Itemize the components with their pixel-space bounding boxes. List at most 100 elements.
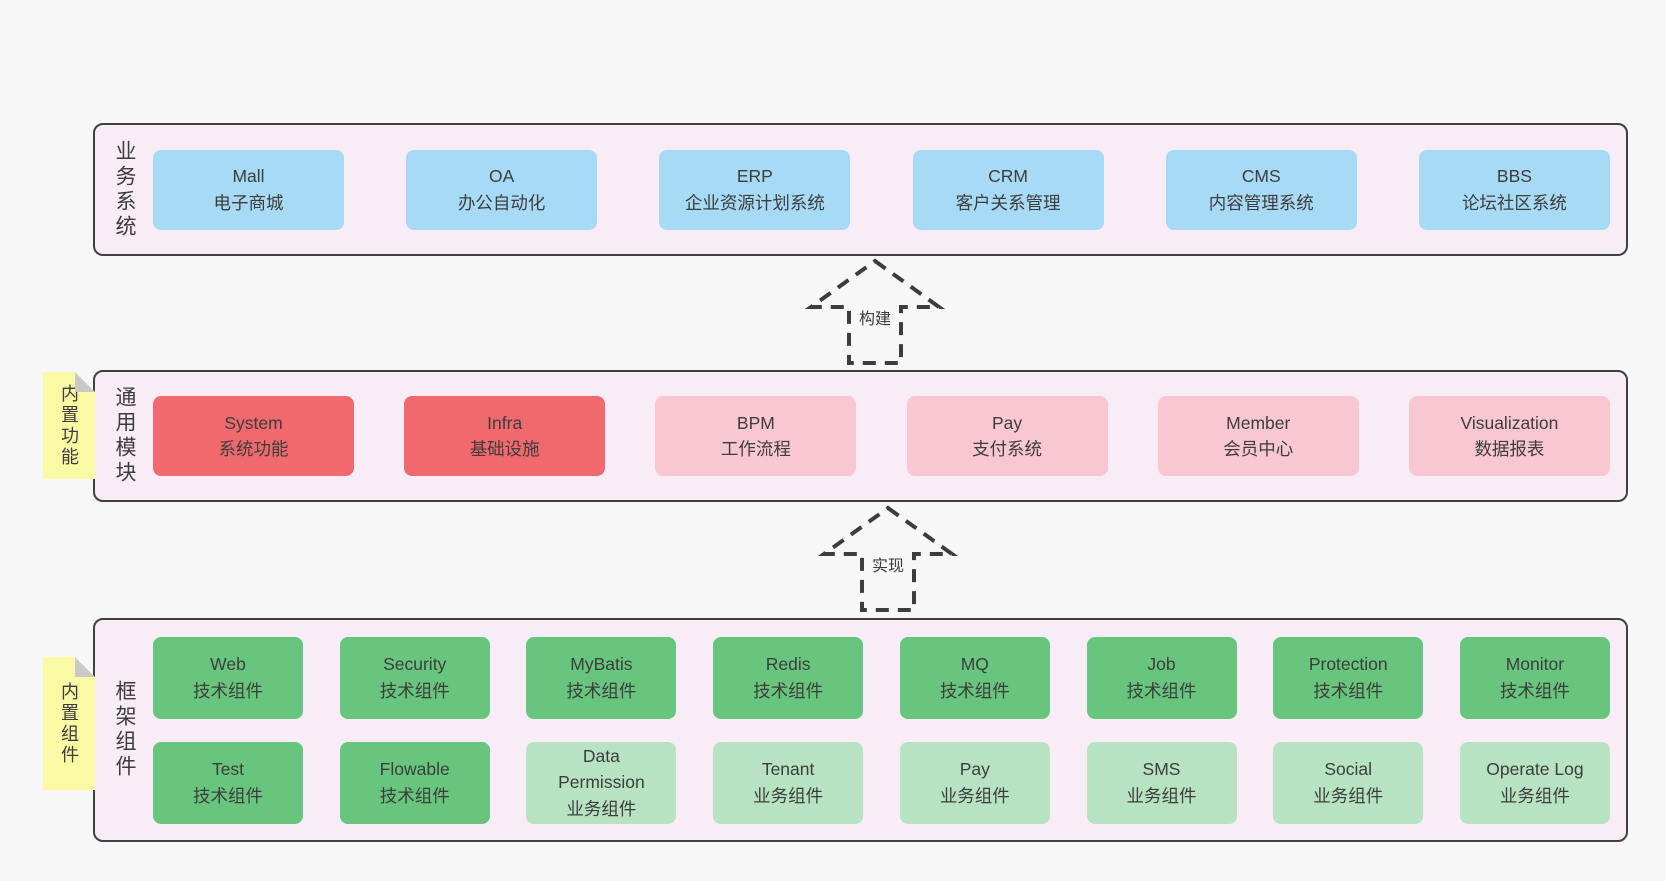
module-box-name: Pay: [991, 412, 1023, 433]
module-box: Data Permission 业务组件: [526, 741, 677, 824]
module-box-name: Infra: [487, 412, 523, 433]
components-row-2: Test 技术组件 Flowable 技术组件 Data Permission …: [153, 741, 1610, 824]
module-box: Job 技术组件: [1086, 636, 1237, 719]
module-box: BPM 工作流程: [655, 396, 857, 476]
module-box: MyBatis 技术组件: [526, 636, 677, 719]
components-layer-label: 框架组件: [95, 620, 153, 840]
sticky-note-text: 内置组件: [59, 681, 79, 766]
sticky-note-text: 内置功能: [59, 383, 79, 468]
module-box: OA 办公自动化: [406, 149, 598, 230]
module-box-desc: 技术组件: [566, 680, 637, 701]
module-box: Flowable 技术组件: [339, 741, 490, 824]
business-systems-boxes: Mall 电子商城 OA 办公自动化 ERP 企业资源计划系统 CRM 客户关系…: [153, 149, 1626, 230]
module-box: Visualization 数据报表: [1408, 396, 1610, 476]
module-box-name: MyBatis: [570, 654, 633, 675]
module-box-name: Data Permission: [558, 746, 645, 793]
module-box: SMS 业务组件: [1086, 741, 1237, 824]
module-box: Protection 技术组件: [1273, 636, 1424, 719]
module-box: MQ 技术组件: [899, 636, 1050, 719]
dashed-up-arrow-icon: [818, 505, 958, 612]
module-box: Test 技术组件: [153, 741, 303, 824]
module-box-name: System: [224, 412, 283, 433]
module-box-desc: 业务组件: [1499, 785, 1570, 806]
components-layer-label-text: 框架组件: [113, 680, 136, 780]
modules-layer-label: 通用模块: [95, 372, 153, 500]
module-box-name: BPM: [736, 412, 775, 433]
module-box-name: Security: [383, 654, 447, 675]
module-box: ERP 企业资源计划系统: [659, 149, 851, 230]
module-box-name: Social: [1324, 759, 1373, 780]
sticky-fold-corner-icon: [75, 657, 95, 677]
module-box-desc: 业务组件: [753, 785, 824, 806]
business-layer-label: 业务系统: [95, 125, 153, 254]
module-box-name: OA: [489, 166, 515, 187]
common-modules-boxes: System 系统功能 Infra 基础设施 BPM 工作流程 Pay 支付系统…: [153, 396, 1626, 476]
module-box-desc: 支付系统: [972, 439, 1043, 459]
module-box-desc: 电子商城: [213, 192, 284, 213]
module-box-desc: 内容管理系统: [1208, 192, 1314, 213]
module-box-name: Web: [210, 654, 246, 675]
common-modules-layer: 内置功能 通用模块 System 系统功能 Infra 基础设施 BPM 工作流…: [93, 370, 1628, 502]
module-box-desc: 技术组件: [193, 785, 263, 806]
implement-arrow: 实现: [818, 505, 958, 615]
module-box-name: CRM: [988, 166, 1028, 187]
module-box-name: Test: [211, 759, 245, 780]
module-box-name: Visualization: [1460, 412, 1559, 433]
module-box-desc: 技术组件: [1126, 680, 1197, 701]
sticky-fold-corner-icon: [75, 372, 95, 392]
sticky-note-builtin-features: 内置功能: [43, 372, 95, 479]
module-box: Member 会员中心: [1157, 396, 1359, 476]
module-box: Operate Log 业务组件: [1459, 741, 1610, 824]
module-box-name: Member: [1226, 412, 1291, 433]
module-box: Security 技术组件: [339, 636, 490, 719]
module-box-desc: 会员中心: [1223, 439, 1294, 459]
business-layer-label-text: 业务系统: [113, 139, 136, 240]
module-box-desc: 数据报表: [1474, 439, 1545, 459]
module-box-desc: 业务组件: [1313, 785, 1384, 806]
module-box-name: SMS: [1142, 759, 1181, 780]
module-box-name: ERP: [736, 166, 773, 187]
framework-components-layer: 内置组件 框架组件 Web 技术组件 Security 技术组件 MyBatis…: [93, 618, 1628, 842]
build-arrow: 构建: [805, 258, 945, 368]
module-box: Redis 技术组件: [713, 636, 864, 719]
module-box-desc: 企业资源计划系统: [684, 192, 825, 213]
module-box-desc: 技术组件: [193, 680, 263, 701]
module-box-desc: 业务组件: [566, 798, 637, 819]
module-box-desc: 技术组件: [939, 680, 1010, 701]
implement-arrow-label: 实现: [867, 551, 909, 577]
module-box-desc: 技术组件: [1313, 680, 1384, 701]
dashed-up-arrow-icon: [805, 258, 945, 365]
module-box-desc: 技术组件: [1499, 680, 1570, 701]
module-box-desc: 客户关系管理: [955, 192, 1061, 213]
module-box: Social 业务组件: [1273, 741, 1424, 824]
module-box-desc: 基础设施: [469, 439, 540, 459]
module-box: BBS 论坛社区系统: [1418, 149, 1610, 230]
module-box-name: Pay: [959, 759, 990, 780]
module-box-desc: 技术组件: [753, 680, 824, 701]
module-box-name: Protection: [1308, 654, 1388, 675]
module-box-name: Flowable: [379, 759, 450, 780]
module-box: Mall 电子商城: [153, 149, 344, 230]
module-box: Pay 支付系统: [906, 396, 1108, 476]
sticky-note-builtin-components: 内置组件: [43, 657, 95, 790]
module-box: System 系统功能: [153, 396, 354, 476]
module-box-desc: 办公自动化: [457, 192, 546, 213]
module-box-name: CMS: [1241, 166, 1281, 187]
module-box-name: Mall: [232, 166, 265, 187]
module-box: Infra 基础设施: [404, 396, 606, 476]
module-box-desc: 论坛社区系统: [1461, 192, 1567, 213]
modules-layer-label-text: 通用模块: [113, 386, 136, 486]
module-box-name: Redis: [765, 654, 811, 675]
components-row-1: Web 技术组件 Security 技术组件 MyBatis 技术组件 Redi…: [153, 636, 1610, 719]
build-arrow-label: 构建: [854, 304, 896, 330]
module-box-desc: 业务组件: [1126, 785, 1197, 806]
module-box: Web 技术组件: [153, 636, 303, 719]
business-systems-layer: 业务系统 Mall 电子商城 OA 办公自动化 ERP 企业资源计划系统 CRM…: [93, 123, 1628, 256]
module-box: Pay 业务组件: [899, 741, 1050, 824]
module-box: Monitor 技术组件: [1459, 636, 1610, 719]
module-box-desc: 系统功能: [218, 439, 289, 459]
framework-components-grid: Web 技术组件 Security 技术组件 MyBatis 技术组件 Redi…: [153, 636, 1626, 824]
module-box-name: Operate Log: [1486, 759, 1584, 780]
module-box-desc: 技术组件: [379, 680, 450, 701]
